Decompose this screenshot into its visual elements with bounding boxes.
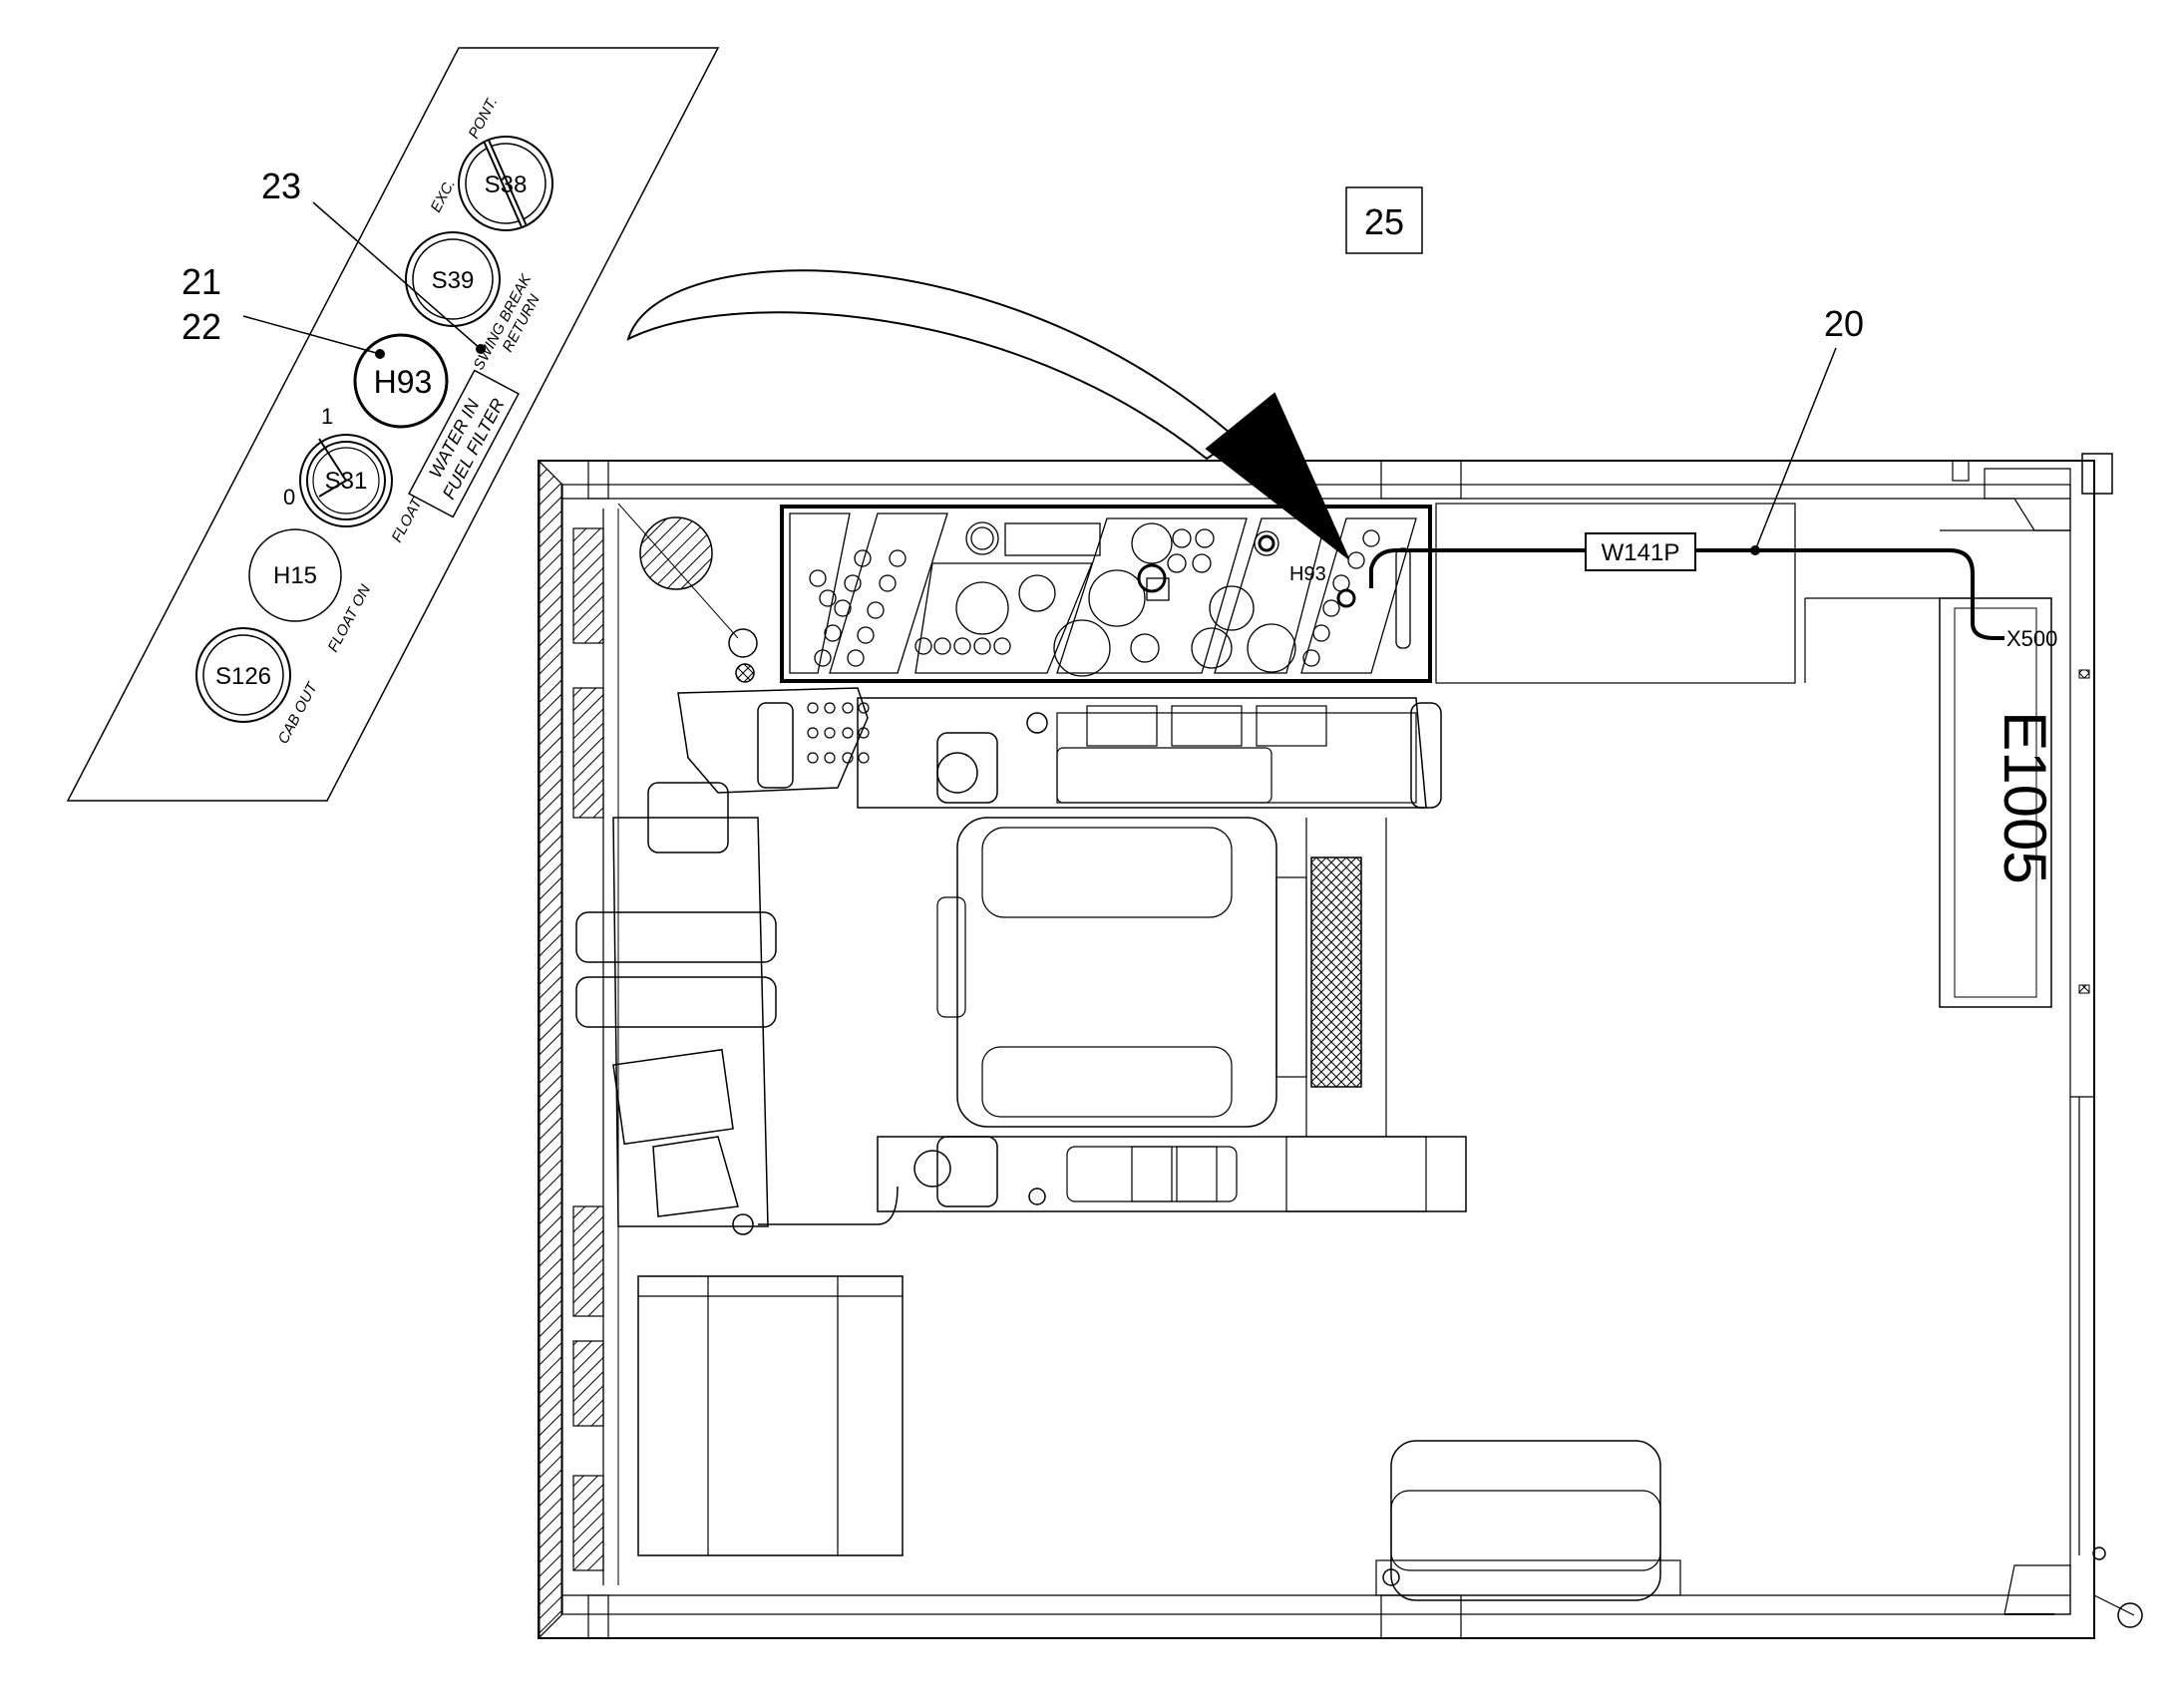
location-arrow bbox=[626, 269, 1349, 559]
callout-25: 25 bbox=[1364, 201, 1404, 242]
s38-label: S38 bbox=[485, 171, 528, 198]
cab-outline bbox=[538, 460, 2095, 1639]
s39-button: S39 bbox=[405, 231, 501, 327]
w141p-wire bbox=[1369, 548, 2004, 640]
s126-button: S126 bbox=[195, 627, 291, 723]
callout-20: 20 bbox=[1824, 303, 1864, 344]
callouts: 23 21 22 25 20 bbox=[182, 166, 1864, 555]
h93-cab-label: H93 bbox=[1289, 563, 1326, 585]
s38-switch: S38 bbox=[458, 136, 553, 231]
s31-zero-label: 0 bbox=[283, 485, 295, 510]
h93-lamp: H93 bbox=[353, 333, 449, 429]
panel-outline bbox=[66, 47, 720, 802]
callout-22: 22 bbox=[182, 306, 221, 347]
w141p-label: W141P bbox=[1602, 539, 1680, 566]
s31-switch: S31 bbox=[299, 434, 393, 527]
operator-seat bbox=[956, 817, 1277, 1128]
detail-panel: S38 EXC. PONT. S39 SWING BREAK RETURN H9… bbox=[66, 47, 720, 802]
w141p-connector bbox=[1585, 532, 1696, 571]
callout-21: 21 bbox=[182, 261, 221, 302]
e1005-label: E1005 bbox=[1992, 711, 2058, 884]
h93-panel-label: H93 bbox=[374, 364, 433, 400]
instrument-panel bbox=[780, 505, 1432, 683]
h15-label: H15 bbox=[273, 562, 317, 589]
x500-label: X500 bbox=[2006, 626, 2057, 651]
cab-layout: H93 W141P X500 E1005 bbox=[538, 453, 2143, 1639]
s31-label: S31 bbox=[325, 468, 368, 495]
h15-lamp: H15 bbox=[248, 528, 342, 622]
callout-25-box: 25 bbox=[1345, 186, 1423, 254]
s31-one-label: 1 bbox=[321, 404, 333, 429]
callout-23: 23 bbox=[261, 166, 301, 206]
s39-label: S39 bbox=[432, 267, 475, 294]
s126-label: S126 bbox=[215, 663, 271, 690]
